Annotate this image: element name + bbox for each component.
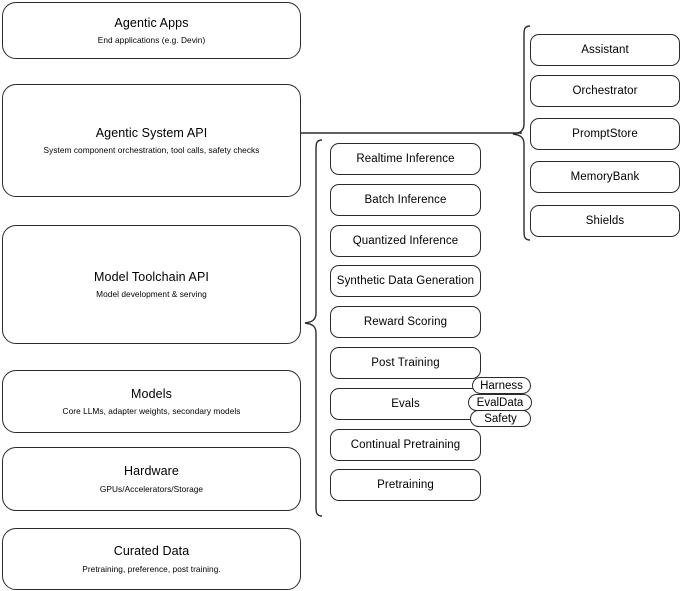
layer-box-models[interactable]: Models Core LLMs, adapter weights, secon… <box>2 370 301 433</box>
toolchain-chip-post-training[interactable]: Post Training <box>330 347 481 379</box>
chip-label: Orchestrator <box>572 84 638 97</box>
toolchain-chip-realtime-inference[interactable]: Realtime Inference <box>330 143 481 175</box>
system-chip-orchestrator[interactable]: Orchestrator <box>530 75 680 107</box>
chip-label: Batch Inference <box>364 193 447 206</box>
evals-badge-harness[interactable]: Harness <box>472 377 531 394</box>
badge-label: EvalData <box>476 396 524 409</box>
layer-box-agentic-apps[interactable]: Agentic Apps End applications (e.g. Devi… <box>2 2 301 59</box>
chip-label: Continual Pretraining <box>350 438 461 451</box>
chip-label: Evals <box>391 397 420 410</box>
toolchain-chip-quantized-inference[interactable]: Quantized Inference <box>330 225 481 257</box>
system-chip-shields[interactable]: Shields <box>530 205 680 237</box>
system-chip-promptstore[interactable]: PromptStore <box>530 118 680 150</box>
layer-box-model-toolchain-api[interactable]: Model Toolchain API Model development & … <box>2 225 301 344</box>
toolchain-chip-synthetic-data-generation[interactable]: Synthetic Data Generation <box>330 265 481 297</box>
toolchain-chip-evals[interactable]: Evals <box>330 388 481 420</box>
chip-label: Shields <box>585 214 625 227</box>
layer-subtitle: GPUs/Accelerators/Storage <box>99 483 204 494</box>
layer-title: Curated Data <box>113 544 190 558</box>
chip-label: Synthetic Data Generation <box>336 274 475 287</box>
layer-box-hardware[interactable]: Hardware GPUs/Accelerators/Storage <box>2 447 301 511</box>
chip-label: Assistant <box>581 43 629 56</box>
chip-label: Reward Scoring <box>363 315 448 328</box>
chip-label: PromptStore <box>572 127 638 140</box>
layer-subtitle: Core LLMs, adapter weights, secondary mo… <box>62 406 241 417</box>
system-chip-assistant[interactable]: Assistant <box>530 34 680 66</box>
layer-title: Agentic System API <box>95 125 208 140</box>
chip-label: Post Training <box>371 356 440 369</box>
system-chip-memorybank[interactable]: MemoryBank <box>530 161 680 193</box>
chip-label: Pretraining <box>377 478 434 491</box>
layer-box-curated-data[interactable]: Curated Data Pretraining, preference, po… <box>2 528 301 590</box>
layer-subtitle: End applications (e.g. Devin) <box>97 35 206 46</box>
brace-toolchain <box>304 139 323 517</box>
evals-badge-safety[interactable]: Safety <box>470 410 531 427</box>
evals-badge-evaldata[interactable]: EvalData <box>468 394 532 411</box>
layer-title: Agentic Apps <box>114 15 189 30</box>
chip-label: Realtime Inference <box>356 152 455 165</box>
layer-title: Hardware <box>124 464 179 478</box>
layer-title: Model Toolchain API <box>94 269 209 284</box>
toolchain-chip-batch-inference[interactable]: Batch Inference <box>330 184 481 216</box>
badge-label: Harness <box>480 379 523 392</box>
badge-label: Safety <box>484 412 517 425</box>
layer-subtitle: Model development & serving <box>96 289 207 300</box>
layer-title: Models <box>131 386 172 401</box>
toolchain-chip-continual-pretraining[interactable]: Continual Pretraining <box>330 429 481 461</box>
chip-label: Quantized Inference <box>352 234 459 247</box>
toolchain-chip-reward-scoring[interactable]: Reward Scoring <box>330 306 481 338</box>
layer-box-agentic-system-api[interactable]: Agentic System API System component orch… <box>2 84 301 197</box>
layer-subtitle: Pretraining, preference, post training. <box>82 563 221 574</box>
toolchain-chip-pretraining[interactable]: Pretraining <box>330 469 481 501</box>
chip-label: MemoryBank <box>570 170 640 183</box>
layer-subtitle: System component orchestration, tool cal… <box>43 145 260 156</box>
